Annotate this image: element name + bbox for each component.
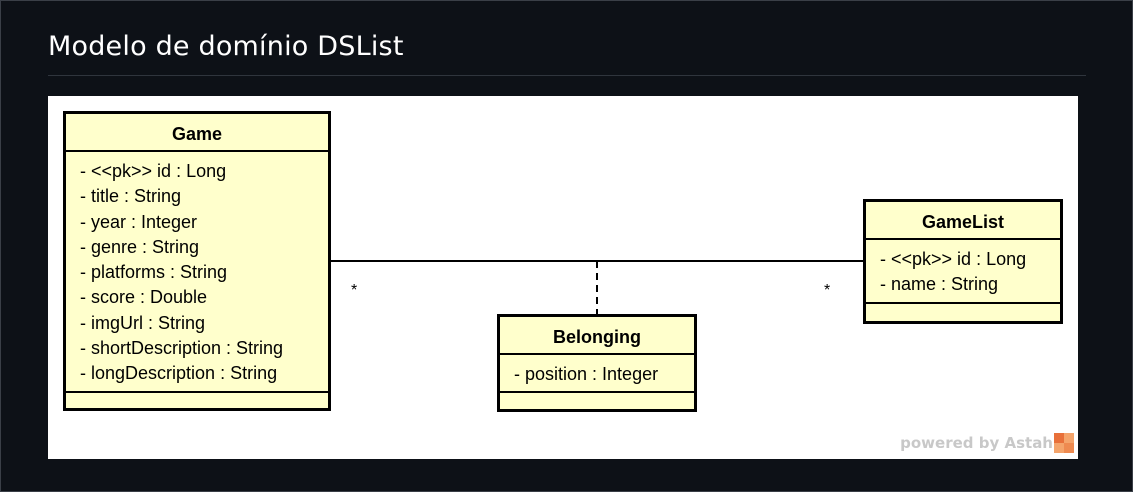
class-game-attribute: - shortDescription : String [80,338,284,359]
class-gamelist-name: GameList [866,202,1060,240]
multiplicity-game-end: * [351,282,358,299]
class-gamelist-attributes: - <<pk>> id : Long - name : String [866,240,1060,304]
class-game-operations [66,393,328,407]
class-belonging-attributes: - position : Integer [500,355,694,394]
class-gamelist-operations [866,304,1060,318]
class-game-attribute: - genre : String [80,236,200,257]
title-divider [48,75,1086,76]
class-gamelist-attribute: - name : String [880,274,999,295]
class-game-attribute: - year : Integer [80,211,198,232]
uml-diagram-canvas: Game - <<pk>> id : Long - title : String… [48,96,1078,459]
class-belonging-operations [500,393,694,407]
class-gamelist: GameList - <<pk>> id : Long - name : Str… [863,199,1063,324]
class-game-attribute: - platforms : String [80,262,228,283]
page-title: Modelo de domínio DSList [48,31,404,62]
class-belonging-attribute: - position : Integer [514,364,659,384]
class-game-attribute: - <<pk>> id : Long [80,161,227,181]
class-belonging: Belonging - position : Integer [497,314,697,412]
class-game-attribute: - imgUrl : String [80,312,206,333]
class-game-name: Game [66,114,328,152]
astah-watermark: powered by Astah [900,433,1074,453]
class-belonging-name: Belonging [500,317,694,355]
watermark-text: powered by Astah [900,434,1053,452]
multiplicity-gamelist-end: * [824,282,831,299]
astah-logo-icon [1054,433,1074,453]
class-game-attribute: - longDescription : String [80,363,278,384]
association-lines [331,260,864,315]
class-game: Game - <<pk>> id : Long - title : String… [63,111,331,411]
class-game-attributes: - <<pk>> id : Long - title : String - ye… [66,152,328,393]
class-gamelist-attribute: - <<pk>> id : Long [880,249,1027,269]
class-game-attribute: - score : Double [80,287,208,308]
class-game-attribute: - title : String [80,186,182,207]
